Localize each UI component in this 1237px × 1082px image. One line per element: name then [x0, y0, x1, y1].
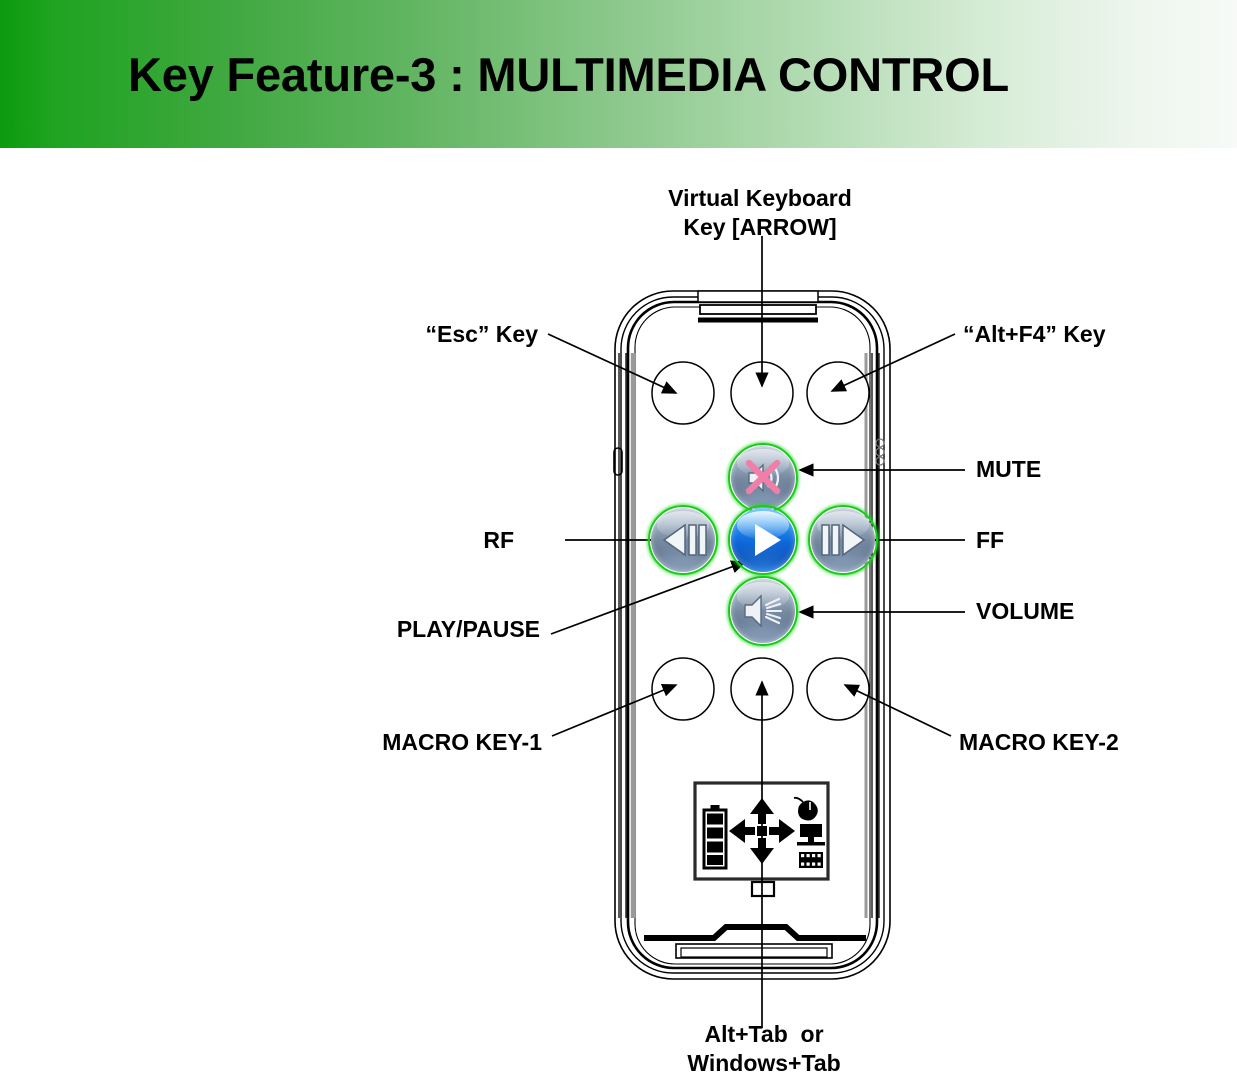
monitor-icon — [797, 824, 825, 846]
callout-macro-key-1: MACRO KEY-1 — [382, 729, 542, 755]
mouse-icon — [793, 796, 818, 821]
rewind-button[interactable] — [648, 505, 718, 575]
film-strip-icon — [799, 852, 823, 868]
leader-alt-f4 — [830, 333, 956, 392]
mute-halo — [728, 443, 798, 513]
callout-volume: VOLUME — [976, 598, 1075, 624]
callout-mute: MUTE — [976, 456, 1042, 482]
side-button-right[interactable] — [875, 438, 885, 466]
callout-alt-tab: Alt+Tab or Windows+Tab — [687, 1021, 841, 1076]
leader-esc — [547, 333, 678, 394]
leader-lines — [547, 236, 965, 1028]
macro-key-1-button[interactable] — [651, 657, 715, 721]
remote-side-rails — [618, 353, 880, 918]
leader-play-pause — [550, 560, 747, 635]
remote-control-illustration — [547, 236, 965, 1028]
callout-rf: RF — [483, 527, 514, 553]
header-banner: Key Feature-3 : MULTIMEDIA CONTROL — [0, 0, 1237, 148]
leader-macro-key-2 — [843, 684, 952, 737]
rewind-halo — [648, 505, 718, 575]
callout-macro-key-2: MACRO KEY-2 — [959, 729, 1119, 755]
callout-ff: FF — [976, 527, 1005, 553]
callout-alt-f4-key: “Alt+F4” Key — [963, 321, 1106, 347]
alt-f4-button[interactable] — [806, 361, 870, 425]
remote-bottom-notch — [644, 924, 866, 959]
play-halo — [728, 505, 798, 575]
callout-virtual-keyboard: Virtual Keyboard Key [ARROW] — [668, 185, 852, 240]
fast-forward-halo — [808, 505, 878, 575]
status-led — [750, 880, 776, 898]
macro-key-2-button[interactable] — [806, 657, 870, 721]
fast-forward-button[interactable] — [808, 505, 878, 575]
ir-window — [697, 290, 819, 323]
bottom-key-row[interactable] — [651, 657, 870, 721]
page-title: Key Feature-3 : MULTIMEDIA CONTROL — [128, 48, 1010, 101]
side-button-left[interactable] — [613, 447, 623, 476]
volume-halo — [728, 576, 798, 646]
play-pause-button[interactable] — [728, 505, 798, 575]
volume-button[interactable] — [728, 576, 798, 646]
callout-play-pause: PLAY/PAUSE — [396, 616, 540, 642]
top-key-row[interactable] — [651, 361, 870, 425]
callout-esc-key: “Esc” Key — [425, 321, 538, 347]
esc-button[interactable] — [651, 361, 715, 425]
battery-icon — [702, 805, 728, 870]
leader-macro-key-1 — [551, 684, 678, 737]
mute-button[interactable] — [728, 443, 798, 513]
diagram-canvas: Virtual Keyboard Key [ARROW] “Esc” Key “… — [0, 148, 1237, 1082]
